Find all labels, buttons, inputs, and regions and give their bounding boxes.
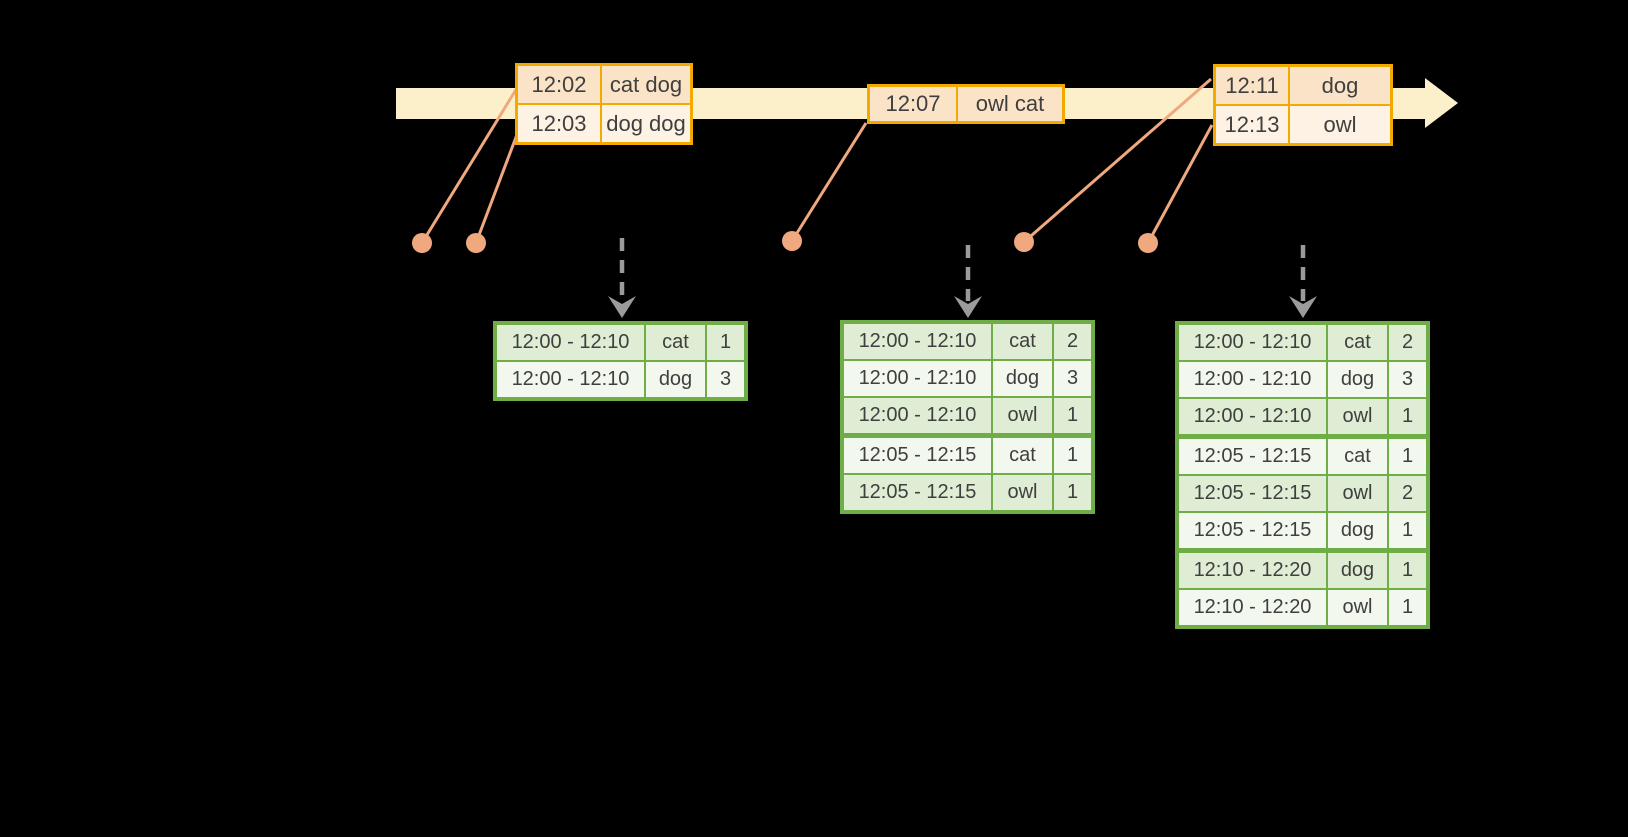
result-word: dog: [1328, 362, 1387, 397]
result-word: cat: [646, 325, 705, 360]
result-word: dog: [993, 361, 1052, 396]
trigger-arrowhead-icon: [608, 296, 636, 318]
result-row: 12:05 - 12:15 owl 2: [1179, 476, 1426, 511]
event-connector-line: [474, 123, 523, 244]
result-count: 1: [1389, 439, 1426, 474]
event-time: 12:03: [518, 105, 600, 142]
event-time: 12:02: [518, 66, 600, 103]
trigger-arrowhead-icon: [1289, 296, 1317, 318]
event-words: cat dog: [602, 66, 690, 103]
result-table-2: 12:00 - 12:10 cat 2 12:00 - 12:10 dog 3 …: [840, 320, 1095, 514]
result-row: 12:10 - 12:20 dog 1: [1179, 553, 1426, 588]
result-count: 3: [1389, 362, 1426, 397]
result-count: 1: [1389, 590, 1426, 625]
timeline-arrowhead-icon: [1425, 78, 1458, 128]
event-connector-line: [1023, 77, 1212, 244]
result-count: 1: [1389, 513, 1426, 548]
result-count: 1: [1389, 399, 1426, 434]
event-connector-line: [790, 122, 868, 242]
result-row: 12:05 - 12:15 owl 1: [844, 475, 1091, 510]
result-table-3: 12:00 - 12:10 cat 2 12:00 - 12:10 dog 3 …: [1175, 321, 1430, 629]
result-window: 12:00 - 12:10: [844, 398, 991, 433]
result-window: 12:10 - 12:20: [1179, 553, 1326, 588]
event-time: 12:11: [1216, 67, 1288, 104]
result-window: 12:05 - 12:15: [1179, 513, 1326, 548]
trigger-arrowhead-icon: [954, 296, 982, 318]
result-window: 12:05 - 12:15: [1179, 439, 1326, 474]
event-table-1: 12:02 cat dog 12:03 dog dog: [515, 63, 693, 145]
event-time: 12:13: [1216, 106, 1288, 143]
event-table-3: 12:11 dog 12:13 owl: [1213, 64, 1393, 146]
event-words: dog: [1290, 67, 1390, 104]
event-connector-line: [1146, 124, 1214, 244]
result-window: 12:00 - 12:10: [1179, 362, 1326, 397]
event-dot-icon: [412, 233, 432, 253]
result-word: owl: [1328, 590, 1387, 625]
result-window: 12:05 - 12:15: [844, 438, 991, 473]
result-count: 1: [1054, 475, 1091, 510]
result-window: 12:05 - 12:15: [844, 475, 991, 510]
result-row: 12:00 - 12:10 dog 3: [497, 362, 744, 397]
result-row: 12:05 - 12:15 dog 1: [1179, 513, 1426, 548]
result-count: 1: [1054, 438, 1091, 473]
result-row: 12:05 - 12:15 cat 1: [1179, 439, 1426, 474]
result-word: dog: [646, 362, 705, 397]
result-row: 12:00 - 12:10 cat 2: [844, 324, 1091, 359]
result-window: 12:00 - 12:10: [497, 362, 644, 397]
result-row: 12:00 - 12:10 cat 1: [497, 325, 744, 360]
event-dot-icon: [466, 233, 486, 253]
result-table-1: 12:00 - 12:10 cat 1 12:00 - 12:10 dog 3: [493, 321, 748, 401]
result-window: 12:00 - 12:10: [844, 324, 991, 359]
result-row: 12:00 - 12:10 owl 1: [844, 398, 1091, 433]
event-table-2: 12:07 owl cat: [867, 84, 1065, 124]
result-row: 12:00 - 12:10 owl 1: [1179, 399, 1426, 434]
result-count: 1: [1389, 553, 1426, 588]
result-row: 12:05 - 12:15 cat 1: [844, 438, 1091, 473]
result-word: cat: [993, 438, 1052, 473]
result-word: owl: [993, 398, 1052, 433]
result-window: 12:00 - 12:10: [497, 325, 644, 360]
result-word: dog: [1328, 553, 1387, 588]
event-dot-icon: [782, 231, 802, 251]
event-dot-icon: [1138, 233, 1158, 253]
result-word: cat: [993, 324, 1052, 359]
result-word: cat: [1328, 325, 1387, 360]
result-count: 2: [1389, 325, 1426, 360]
result-window: 12:05 - 12:15: [1179, 476, 1326, 511]
event-words: owl cat: [958, 87, 1062, 121]
result-window: 12:00 - 12:10: [1179, 399, 1326, 434]
result-word: cat: [1328, 439, 1387, 474]
result-row: 12:00 - 12:10 cat 2: [1179, 325, 1426, 360]
result-count: 2: [1054, 324, 1091, 359]
result-count: 3: [707, 362, 744, 397]
result-row: 12:00 - 12:10 dog 3: [844, 361, 1091, 396]
result-count: 3: [1054, 361, 1091, 396]
result-row: 12:00 - 12:10 dog 3: [1179, 362, 1426, 397]
event-words: owl: [1290, 106, 1390, 143]
result-window: 12:10 - 12:20: [1179, 590, 1326, 625]
result-word: owl: [1328, 399, 1387, 434]
event-connector-line: [420, 87, 519, 244]
result-count: 1: [707, 325, 744, 360]
event-dot-icon: [1014, 232, 1034, 252]
result-word: dog: [1328, 513, 1387, 548]
result-word: owl: [1328, 476, 1387, 511]
event-time: 12:07: [870, 87, 956, 121]
result-row: 12:10 - 12:20 owl 1: [1179, 590, 1426, 625]
result-window: 12:00 - 12:10: [1179, 325, 1326, 360]
event-words: dog dog: [602, 105, 690, 142]
result-count: 1: [1054, 398, 1091, 433]
result-word: owl: [993, 475, 1052, 510]
result-window: 12:00 - 12:10: [844, 361, 991, 396]
result-count: 2: [1389, 476, 1426, 511]
